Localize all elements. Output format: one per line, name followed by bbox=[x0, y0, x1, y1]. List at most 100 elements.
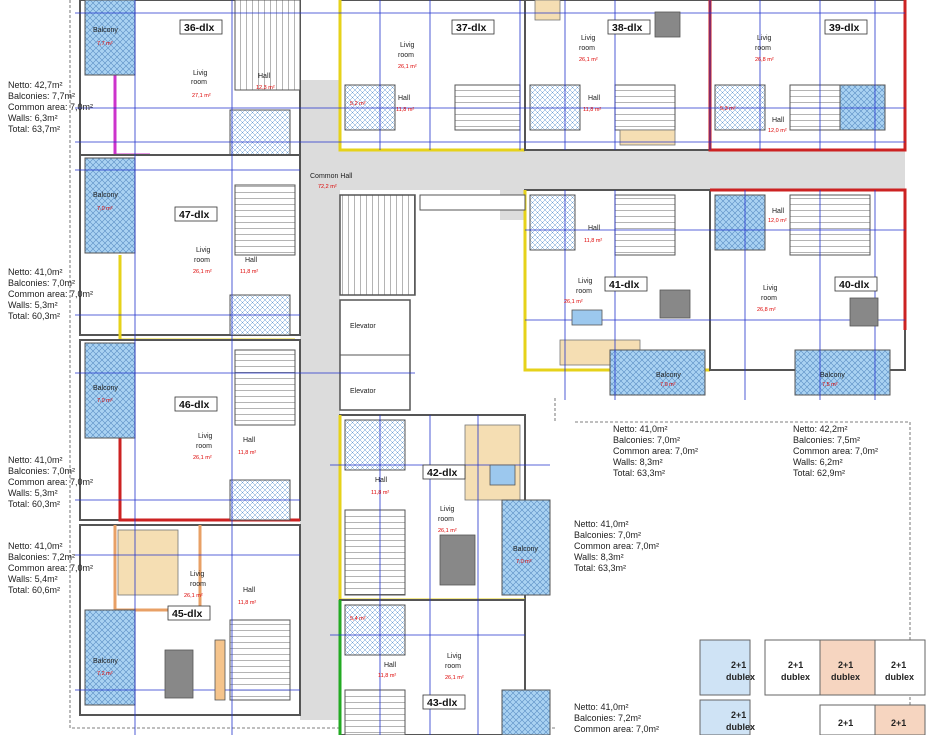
room-living-45-line1: Livig bbox=[190, 571, 205, 578]
info-block-41: Netto: 41,0m² Balconies: 7,0m² Common ar… bbox=[613, 424, 698, 479]
apartment-43 bbox=[338, 599, 551, 735]
key-unit-3-b: dublex bbox=[831, 672, 860, 682]
info-total: Total: 63,3m² bbox=[574, 563, 627, 573]
area-living-36: 27,1 m² bbox=[192, 93, 211, 99]
room-living-37-line1: Livig bbox=[400, 42, 415, 49]
area-hall-39: 12,0 m² bbox=[768, 128, 787, 134]
info-balconies: Balconies: 7,0m² bbox=[8, 466, 76, 476]
room-elevator-1: Elevator bbox=[350, 323, 376, 330]
room-living-39-line1: Livig bbox=[757, 35, 772, 42]
room-living-39-line2: room bbox=[755, 45, 771, 52]
info-netto: Netto: 41,0m² bbox=[613, 424, 668, 434]
info-block-47: Netto: 41,0m² Balconies: 7,0m² Common ar… bbox=[8, 267, 93, 322]
room-living-36-line2: room bbox=[191, 79, 207, 86]
key-unit-7-a: 2+1 bbox=[891, 718, 906, 728]
apartment-42-label: 42-dlx bbox=[427, 467, 458, 479]
apartment-41-label: 41-dlx bbox=[609, 279, 640, 291]
apartment-37-label: 37-dlx bbox=[456, 22, 487, 34]
area-living-45: 26,1 m² bbox=[184, 593, 203, 599]
apartment-47 bbox=[79, 154, 301, 342]
room-living-47-line1: Livig bbox=[196, 247, 211, 254]
room-balcony-46: Balcony bbox=[93, 385, 118, 392]
key-unit-5-a: 2+1 bbox=[731, 710, 746, 720]
info-netto: Netto: 42,2m² bbox=[793, 424, 848, 434]
area-living-47: 26,1 m² bbox=[193, 269, 212, 275]
room-living-47-line2: room bbox=[194, 257, 210, 264]
info-common: Common area: 7,0m² bbox=[574, 724, 660, 734]
info-walls: Walls: 8,3m² bbox=[574, 552, 624, 562]
info-total: Total: 63,7m² bbox=[8, 124, 61, 134]
key-unit-4-b: dublex bbox=[885, 672, 914, 682]
apartment-40 bbox=[709, 188, 907, 396]
area-balcony-40: 7,5 m² bbox=[822, 382, 838, 388]
room-hall-39: Hall bbox=[772, 117, 785, 124]
info-netto: Netto: 41,0m² bbox=[8, 541, 63, 551]
area-living-37: 26,1 m² bbox=[398, 64, 417, 70]
area-balcony-36: 7,7 m² bbox=[97, 41, 113, 47]
room-hall-46: Hall bbox=[243, 437, 256, 444]
core-stairs-elevators bbox=[339, 194, 526, 411]
area-bath-43: 5,4 m² bbox=[350, 616, 366, 622]
info-balconies: Balconies: 7,0m² bbox=[8, 278, 76, 288]
area-hall-40: 12,0 m² bbox=[768, 218, 787, 224]
info-netto: Netto: 41,0m² bbox=[8, 267, 63, 277]
info-block-42: Netto: 41,0m² Balconies: 7,0m² Common ar… bbox=[574, 519, 659, 574]
room-balcony-47: Balcony bbox=[93, 192, 118, 199]
info-block-43: Netto: 41,0m² Balconies: 7,2m² Common ar… bbox=[574, 702, 659, 735]
info-total: Total: 62,9m² bbox=[793, 468, 846, 478]
area-living-40: 26,8 m² bbox=[757, 307, 776, 313]
room-living-43-line1: Livig bbox=[447, 653, 462, 660]
room-balcony-40: Balcony bbox=[820, 372, 845, 379]
room-living-40-line2: room bbox=[761, 295, 777, 302]
room-elevator-2: Elevator bbox=[350, 388, 376, 395]
area-balcony-46: 7,0 m² bbox=[97, 398, 113, 404]
info-balconies: Balconies: 7,2m² bbox=[574, 713, 642, 723]
room-living-41-line2: room bbox=[576, 288, 592, 295]
info-balconies: Balconies: 7,5m² bbox=[793, 435, 861, 445]
area-living-38: 26,1 m² bbox=[579, 57, 598, 63]
key-unit-1-a: 2+1 bbox=[731, 660, 746, 670]
room-balcony-45: Balcony bbox=[93, 658, 118, 665]
room-living-43-line2: room bbox=[445, 663, 461, 670]
area-bath-39: 5,3 m² bbox=[720, 106, 736, 112]
key-plan: 2+1 dublex 2+1 dublex 2+1 dublex 2+1 dub… bbox=[699, 639, 926, 735]
key-unit-1-b: dublex bbox=[726, 672, 755, 682]
area-hall-45: 11,8 m² bbox=[238, 600, 256, 606]
room-hall-37: Hall bbox=[398, 95, 411, 102]
info-walls: Walls: 6,3m² bbox=[8, 113, 58, 123]
apartment-45-label: 45-dlx bbox=[172, 608, 203, 620]
info-block-36: Netto: 42,7m² Balconies: 7,7m² Common ar… bbox=[8, 80, 93, 135]
key-unit-4-a: 2+1 bbox=[891, 660, 906, 670]
info-common: Common area: 7,0m² bbox=[8, 289, 94, 299]
area-hall-36: 12,3 m² bbox=[256, 85, 275, 91]
info-common: Common area: 7,0m² bbox=[8, 102, 94, 112]
info-balconies: Balconies: 7,2m² bbox=[8, 552, 76, 562]
area-living-43: 26,1 m² bbox=[445, 675, 464, 681]
info-common: Common area: 7,0m² bbox=[793, 446, 879, 456]
room-hall-42: Hall bbox=[375, 477, 388, 484]
area-hall-37: 11,8 m² bbox=[396, 107, 414, 113]
apartment-47-label: 47-dlx bbox=[179, 209, 210, 221]
info-block-45: Netto: 41,0m² Balconies: 7,2m² Common ar… bbox=[8, 541, 93, 596]
area-living-46: 26,1 m² bbox=[193, 455, 212, 461]
area-hall-38: 11,8 m² bbox=[583, 107, 601, 113]
info-common: Common area: 7,0m² bbox=[8, 563, 94, 573]
room-living-42-line1: Livig bbox=[440, 506, 455, 513]
room-living-38-line1: Livig bbox=[581, 35, 596, 42]
area-balcony-45: 7,2 m² bbox=[97, 671, 113, 677]
info-netto: Netto: 42,7m² bbox=[8, 80, 63, 90]
info-walls: Walls: 5,3m² bbox=[8, 300, 58, 310]
info-netto: Netto: 41,0m² bbox=[8, 455, 63, 465]
apartment-39 bbox=[708, 0, 907, 152]
apartment-40-label: 40-dlx bbox=[839, 279, 870, 291]
room-hall-45: Hall bbox=[243, 587, 256, 594]
info-netto: Netto: 41,0m² bbox=[574, 519, 629, 529]
info-balconies: Balconies: 7,0m² bbox=[574, 530, 642, 540]
area-balcony-47: 7,0 m² bbox=[97, 206, 113, 212]
room-hall-43: Hall bbox=[384, 662, 397, 669]
furniture bbox=[164, 11, 879, 701]
room-hall-47: Hall bbox=[245, 257, 258, 264]
area-balcony-41: 7,0 m² bbox=[660, 382, 676, 388]
room-living-41-line1: Livig bbox=[578, 278, 593, 285]
